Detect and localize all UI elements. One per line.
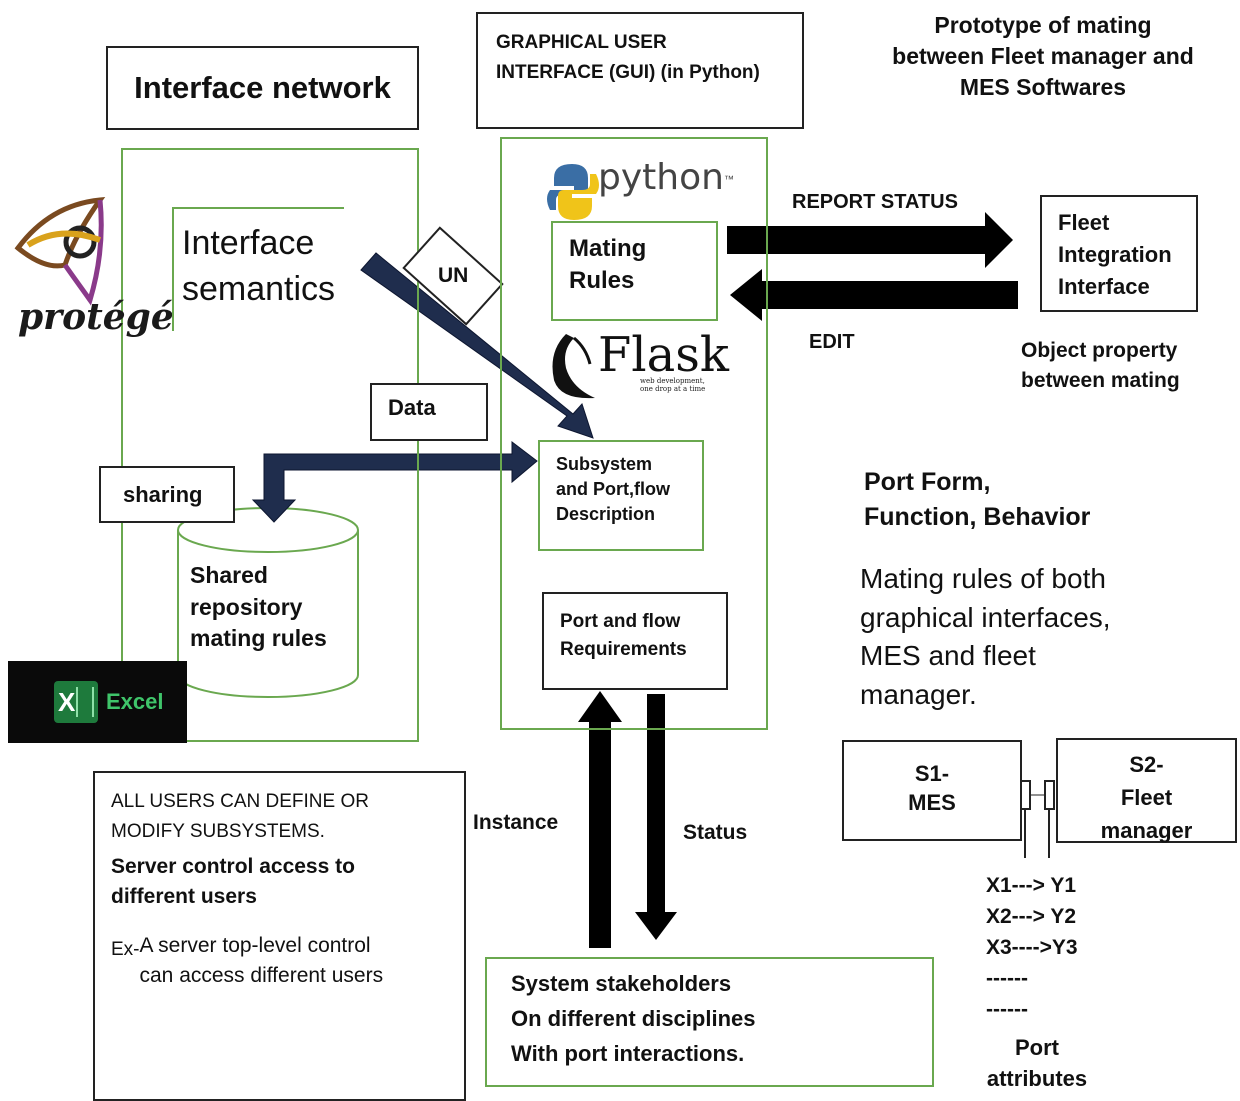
users-access-box: ALL USERS CAN DEFINE OR MODIFY SUBSYSTEM… [93,771,466,1101]
fleet-integration-box: Fleet Integration Interface [1040,195,1198,312]
excel-icon: X [54,681,98,723]
example-row: Ex- A server top-level control can acces… [111,931,464,992]
data-tag: Data [370,383,488,441]
excel-label: Excel [106,689,164,714]
sharing-bent-arrow [251,440,538,523]
instance-label: Instance [473,811,559,834]
s2-fleet-label: S2- Fleet manager [1100,752,1193,843]
flask-tagline: web development, one drop at a time [640,377,706,393]
instance-arrow [578,691,622,948]
protege-label: protégé [18,296,174,338]
python-label-wrap: python™ [598,157,734,198]
interface-network-container [121,148,419,742]
port-connector [1020,780,1055,858]
users-define-text: ALL USERS CAN DEFINE OR MODIFY SUBSYSTEM… [111,791,369,843]
status-arrow [635,694,677,940]
interface-semantics-label: Interface semantics [182,224,336,308]
python-logo-icon [547,164,599,220]
data-label: Data [388,395,436,420]
gui-title-box: GRAPHICAL USER INTERFACE (GUI) (in Pytho… [476,12,804,129]
example-prefix: Ex- [111,938,140,960]
shared-repository-label: Shared repository mating rules [190,562,327,652]
sharing-label: sharing [123,482,203,507]
subsystem-description-label: Subsystem and Port,flow Description [556,454,670,525]
flask-label: Flask [598,327,729,383]
edit-arrow [730,269,1018,321]
excel-badge: X Excel [8,661,187,743]
port-flow-requirements-box: Port and flow Requirements [542,592,728,690]
edit-label: EDIT [809,331,855,353]
s1-mes-label: S1- MES [908,761,956,815]
server-control-text: Server control access to different users [111,854,355,909]
s1-mes-box: S1- MES [842,740,1022,841]
status-label: Status [683,821,748,844]
report-status-label: REPORT STATUS [792,191,958,213]
example-text: A server top-level control can access di… [139,933,384,988]
fleet-integration-label: Fleet Integration Interface [1058,210,1172,299]
mating-description: Mating rules of both graphical interface… [860,563,1111,710]
gui-container [500,137,768,730]
interface-network-title-box: Interface network [106,46,419,130]
mating-rules-box: Mating Rules [551,221,718,321]
port-attributes-label: Port attributes [986,1035,1088,1091]
mapping-item: X3---->Y3 [986,936,1078,959]
report-status-arrow [727,212,1013,268]
stakeholders-label: System stakeholders On different discipl… [511,971,756,1066]
python-label: python [598,157,724,198]
mapping-item: ------ [986,998,1028,1021]
mapping-item: ------ [986,967,1028,990]
un-label: UN [437,264,469,287]
semantics-to-subsystem-arrow [360,252,594,439]
mapping-item: X1---> Y1 [986,874,1077,897]
port-flow-requirements-label: Port and flow Requirements [560,611,687,660]
port-mapping-list: X1---> Y1 X2---> Y2 X3---->Y3 ------ ---… [986,870,1078,1025]
mapping-item: X2---> Y2 [986,905,1077,928]
object-property-label: Object property between mating [1021,339,1180,393]
sharing-tag: sharing [99,466,235,523]
mating-rules-label: Mating Rules [569,235,647,295]
interface-network-title: Interface network [134,70,391,105]
prototype-title: Prototype of mating between Fleet manage… [892,12,1194,101]
repository-cylinder [177,507,359,698]
subsystem-description-box: Subsystem and Port,flow Description [538,440,704,551]
interface-semantics-box: Interface semantics [172,207,344,331]
s2-fleet-box: S2- Fleet manager [1056,738,1237,843]
gui-title: GRAPHICAL USER INTERFACE (GUI) (in Pytho… [496,32,760,84]
stakeholders-box: System stakeholders On different discipl… [485,957,934,1087]
port-form-label: Port Form, Function, Behavior [864,468,1091,531]
protege-logo-icon [14,196,106,306]
flask-horn-icon [552,334,595,399]
